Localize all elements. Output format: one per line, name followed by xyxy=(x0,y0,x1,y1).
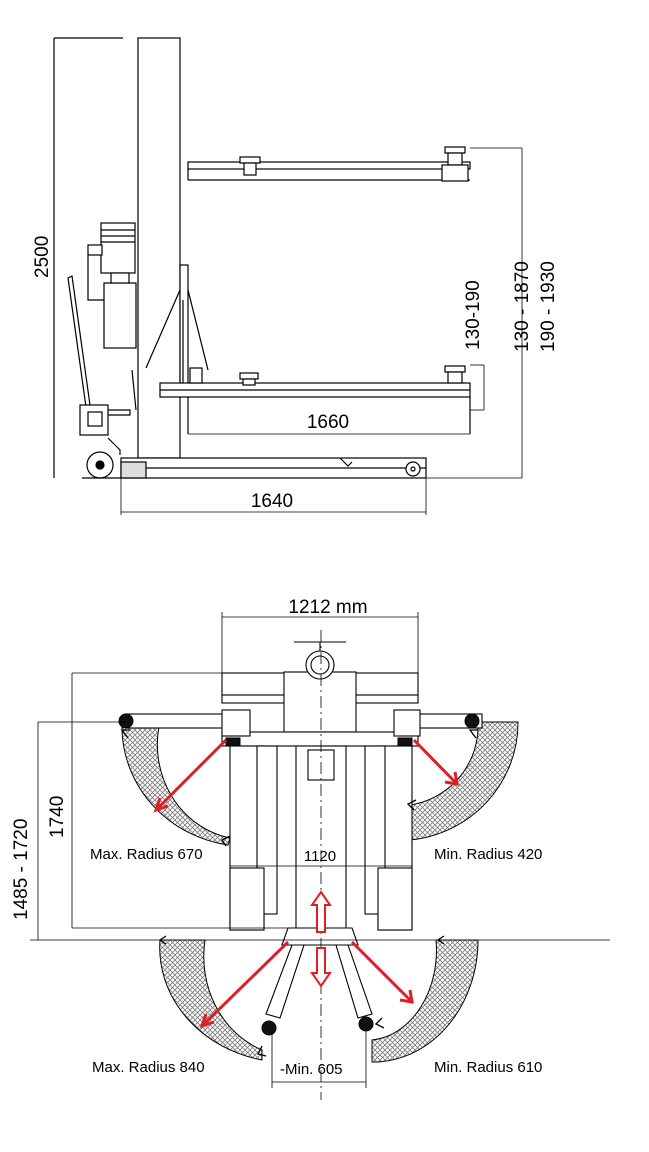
dim-inner-width: 1120 xyxy=(304,848,336,865)
pointer-marks xyxy=(120,729,478,1057)
swing-area-front-left xyxy=(121,721,231,846)
dim-arm-length: 1660 xyxy=(307,412,349,433)
motor-pump-unit xyxy=(87,222,137,349)
side-view xyxy=(53,37,523,515)
dim-adapter-height: 130-190 xyxy=(463,280,484,350)
base-frame xyxy=(120,457,427,479)
lift-pads xyxy=(118,713,480,1036)
arm-lowered xyxy=(159,365,471,434)
label-min-radius-rear: Min. Radius 610 xyxy=(434,1059,542,1076)
rear-carriage xyxy=(281,927,359,946)
arm-raised xyxy=(187,146,471,182)
lift-direction-arrows xyxy=(310,890,332,988)
radius-arrows xyxy=(153,738,459,1029)
motor-block xyxy=(283,671,357,733)
dim-base-length: 1640 xyxy=(251,491,293,512)
label-min-radius-front: Min. Radius 420 xyxy=(434,846,542,863)
dim-total-height: 2500 xyxy=(32,236,53,278)
rear-arm-left xyxy=(265,944,305,1019)
dim-lift-range-b: 190 - 1930 xyxy=(538,261,559,352)
swing-area-rear-left xyxy=(159,939,263,1061)
top-dimension-lines xyxy=(30,612,610,1100)
dim-width: 1212 mm xyxy=(288,597,367,618)
carriage xyxy=(145,264,209,386)
label-max-radius-front: Max. Radius 670 xyxy=(90,846,203,863)
side-dimension-lines xyxy=(120,147,523,515)
swing-area-rear-right xyxy=(371,939,479,1063)
label-min-spacing: -Min. 605 xyxy=(280,1061,343,1078)
rear-arm-right xyxy=(335,944,373,1019)
dim-depth-range: 1485 - 1720 xyxy=(11,819,32,920)
swing-area-front-right xyxy=(409,721,519,841)
label-max-radius-rear: Max. Radius 840 xyxy=(92,1059,205,1076)
dim-depth: 1740 xyxy=(47,796,68,838)
hand-pump xyxy=(67,275,137,479)
dim-lift-range-a: 130 - 1870 xyxy=(512,261,533,352)
top-view xyxy=(30,612,610,1100)
